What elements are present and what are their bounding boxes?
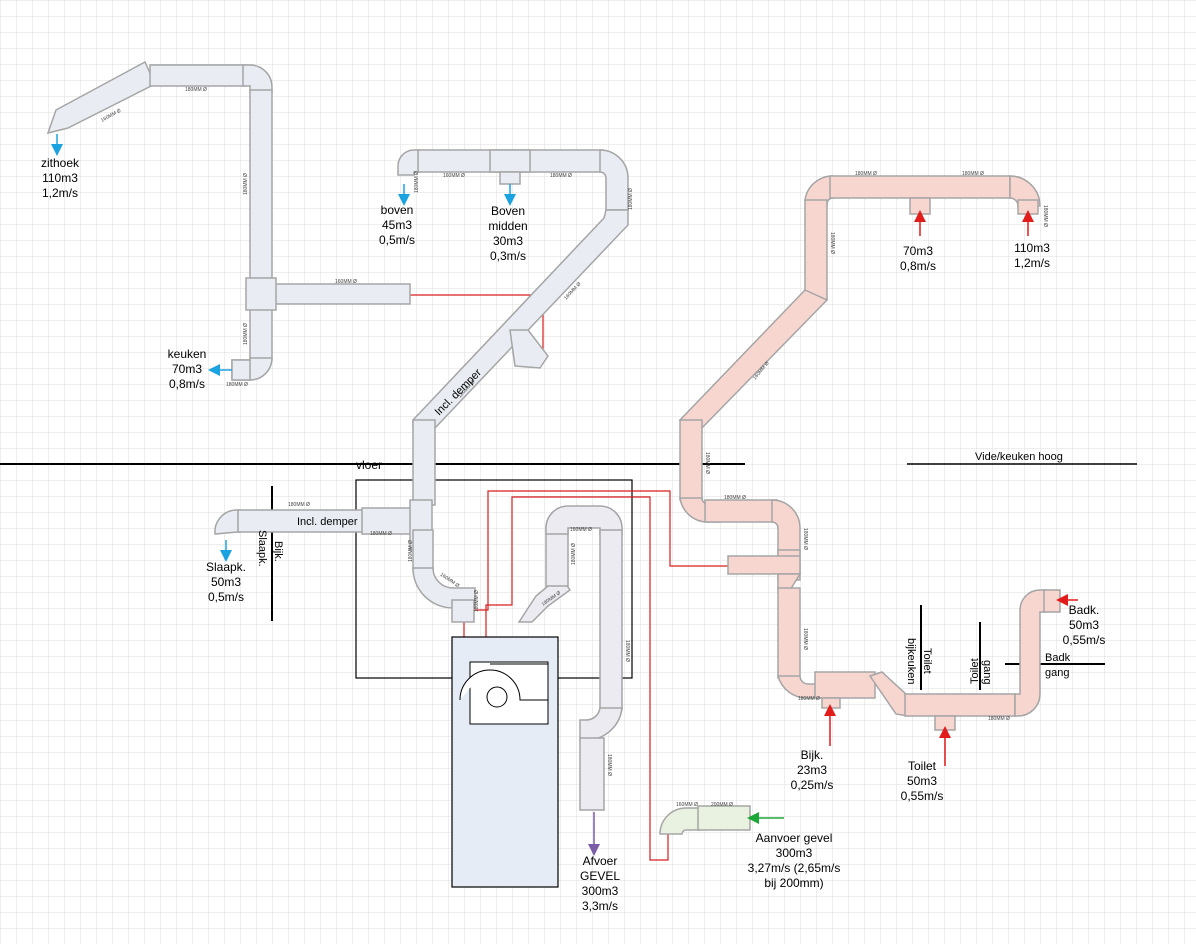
aanvoer-flow: 300m3 [776, 846, 813, 860]
supply-ducts [46, 60, 629, 623]
duct-size-label: 180MM Ø [704, 452, 710, 474]
duct-size-label: 180MM Ø [185, 87, 207, 93]
boven-flow: 45m3 [382, 218, 412, 232]
badk-wall-label: Badk [1045, 652, 1071, 664]
exhaust-ducts [517, 505, 623, 811]
boven-midden-flow: 30m3 [493, 234, 523, 248]
afvoer-speed: 3,3m/s [582, 899, 618, 913]
afvoer-label: Afvoer [583, 854, 618, 868]
duct-size-label: 180MM Ø [724, 495, 746, 501]
duct-size-label: 180MM Ø [288, 502, 310, 508]
aanvoer-label: Aanvoer gevel [756, 831, 833, 845]
toilet-label: Toilet [908, 759, 937, 773]
zithoek-speed: 1,2m/s [42, 186, 78, 200]
boven-midden-speed: 0,3m/s [490, 249, 526, 263]
duct-size-label: 180MM Ø [414, 171, 420, 193]
extract-70-speed: 0,8m/s [900, 259, 936, 273]
boven-midden-label-2: midden [488, 219, 527, 233]
vide-label: Vide/keuken hoog [975, 451, 1063, 463]
toilet-wall-label-1: Toilet [921, 648, 933, 674]
duct-size-label: 180MM Ø [606, 754, 612, 776]
heat-recovery-unit [451, 636, 559, 888]
boven-speed: 0,5m/s [379, 233, 415, 247]
toilet-speed: 0,55m/s [901, 789, 944, 803]
toilet-wall-label-2: Toilet [969, 658, 981, 684]
boven-midden-label: Boven [491, 204, 525, 218]
slaapk-wall-label: Slaapk. [256, 530, 268, 567]
bijk-flow: 23m3 [797, 763, 827, 777]
extract-110-speed: 1,2m/s [1014, 256, 1050, 270]
afvoer-flow: 300m3 [582, 884, 619, 898]
zithoek-label: zithoek [41, 156, 80, 170]
keuken-flow: 70m3 [172, 362, 202, 376]
duct-size-label: 200MM Ø [711, 802, 733, 808]
flow-arrows [51, 134, 1078, 856]
badk-label: Badk. [1069, 603, 1100, 617]
terminal-labels: zithoek 110m3 1,2m/s boven 45m3 0,5m/s B… [41, 156, 1105, 913]
duct-size-label: 180MM Ø [855, 171, 877, 177]
aanvoer-speed-note: bij 200mm) [764, 876, 823, 890]
fan-icon [459, 663, 549, 701]
duct-size-label: 180MM Ø [628, 188, 634, 210]
duct-size-label: 160MM Ø [443, 173, 465, 179]
bijk-label: Bijk. [801, 748, 824, 762]
bijk-speed: 0,25m/s [791, 778, 834, 792]
duct-size-label: 180MM Ø [550, 173, 572, 179]
duct-size-label: 180MM Ø [370, 531, 392, 537]
duct-size-label: 180MM Ø [243, 173, 249, 195]
duct-size-label: 180MM Ø [798, 696, 820, 702]
toilet-flow: 50m3 [907, 774, 937, 788]
extract-70-flow: 70m3 [903, 244, 933, 258]
aanvoer-speed: 3,27m/s (2,65m/s [748, 861, 841, 875]
slaapk-label: Slaapk. [206, 560, 246, 574]
duct-size-label: 180MM Ø [1042, 205, 1048, 227]
duct-size-label: 160MM Ø [676, 802, 698, 808]
duct-size-label: 180MM Ø [829, 232, 835, 254]
gang-wall-label: gang [981, 660, 993, 684]
duct-size-label: 160MM Ø [335, 279, 357, 285]
boven-label: boven [381, 203, 414, 217]
slaapk-speed: 0,5m/s [208, 590, 244, 604]
floor-label: vloer [356, 458, 382, 472]
keuken-label: keuken [168, 347, 207, 361]
duct-size-label: 180MM Ø [571, 543, 577, 565]
duct-size-label: 160MM Ø [570, 527, 592, 533]
duct-size-label: 180MM Ø [243, 323, 249, 345]
extract-110-flow: 110m3 [1014, 241, 1050, 255]
duct-size-label: 180MM Ø [962, 171, 984, 177]
duct-size-label: 180MM Ø [802, 628, 808, 650]
badk-speed: 0,55m/s [1063, 633, 1106, 647]
duct-size-label: 180MM Ø [408, 540, 414, 562]
duct-size-label: 180MM Ø [802, 528, 808, 550]
keuken-speed: 0,8m/s [169, 377, 205, 391]
bijkeuken-wall-label: bijkeuken [905, 638, 917, 684]
badk-flow: 50m3 [1069, 618, 1099, 632]
outdoor-air-duct [659, 805, 751, 835]
afvoer-label-2: GEVEL [580, 869, 620, 883]
duct-size-label: 180MM Ø [226, 382, 248, 388]
duct-size-label: 180MM Ø [474, 590, 480, 612]
extract-ducts [678, 175, 1061, 731]
bijk-wall-label: Bijk. [272, 541, 284, 562]
zithoek-flow: 110m3 [42, 171, 78, 185]
demper-left-label: Incl. demper [297, 516, 358, 528]
slaapk-flow: 50m3 [211, 575, 241, 589]
duct-size-label: 180MM Ø [624, 640, 630, 662]
duct-size-label: 180MM Ø [988, 716, 1010, 722]
gang-wall-label-2: gang [1045, 667, 1069, 679]
